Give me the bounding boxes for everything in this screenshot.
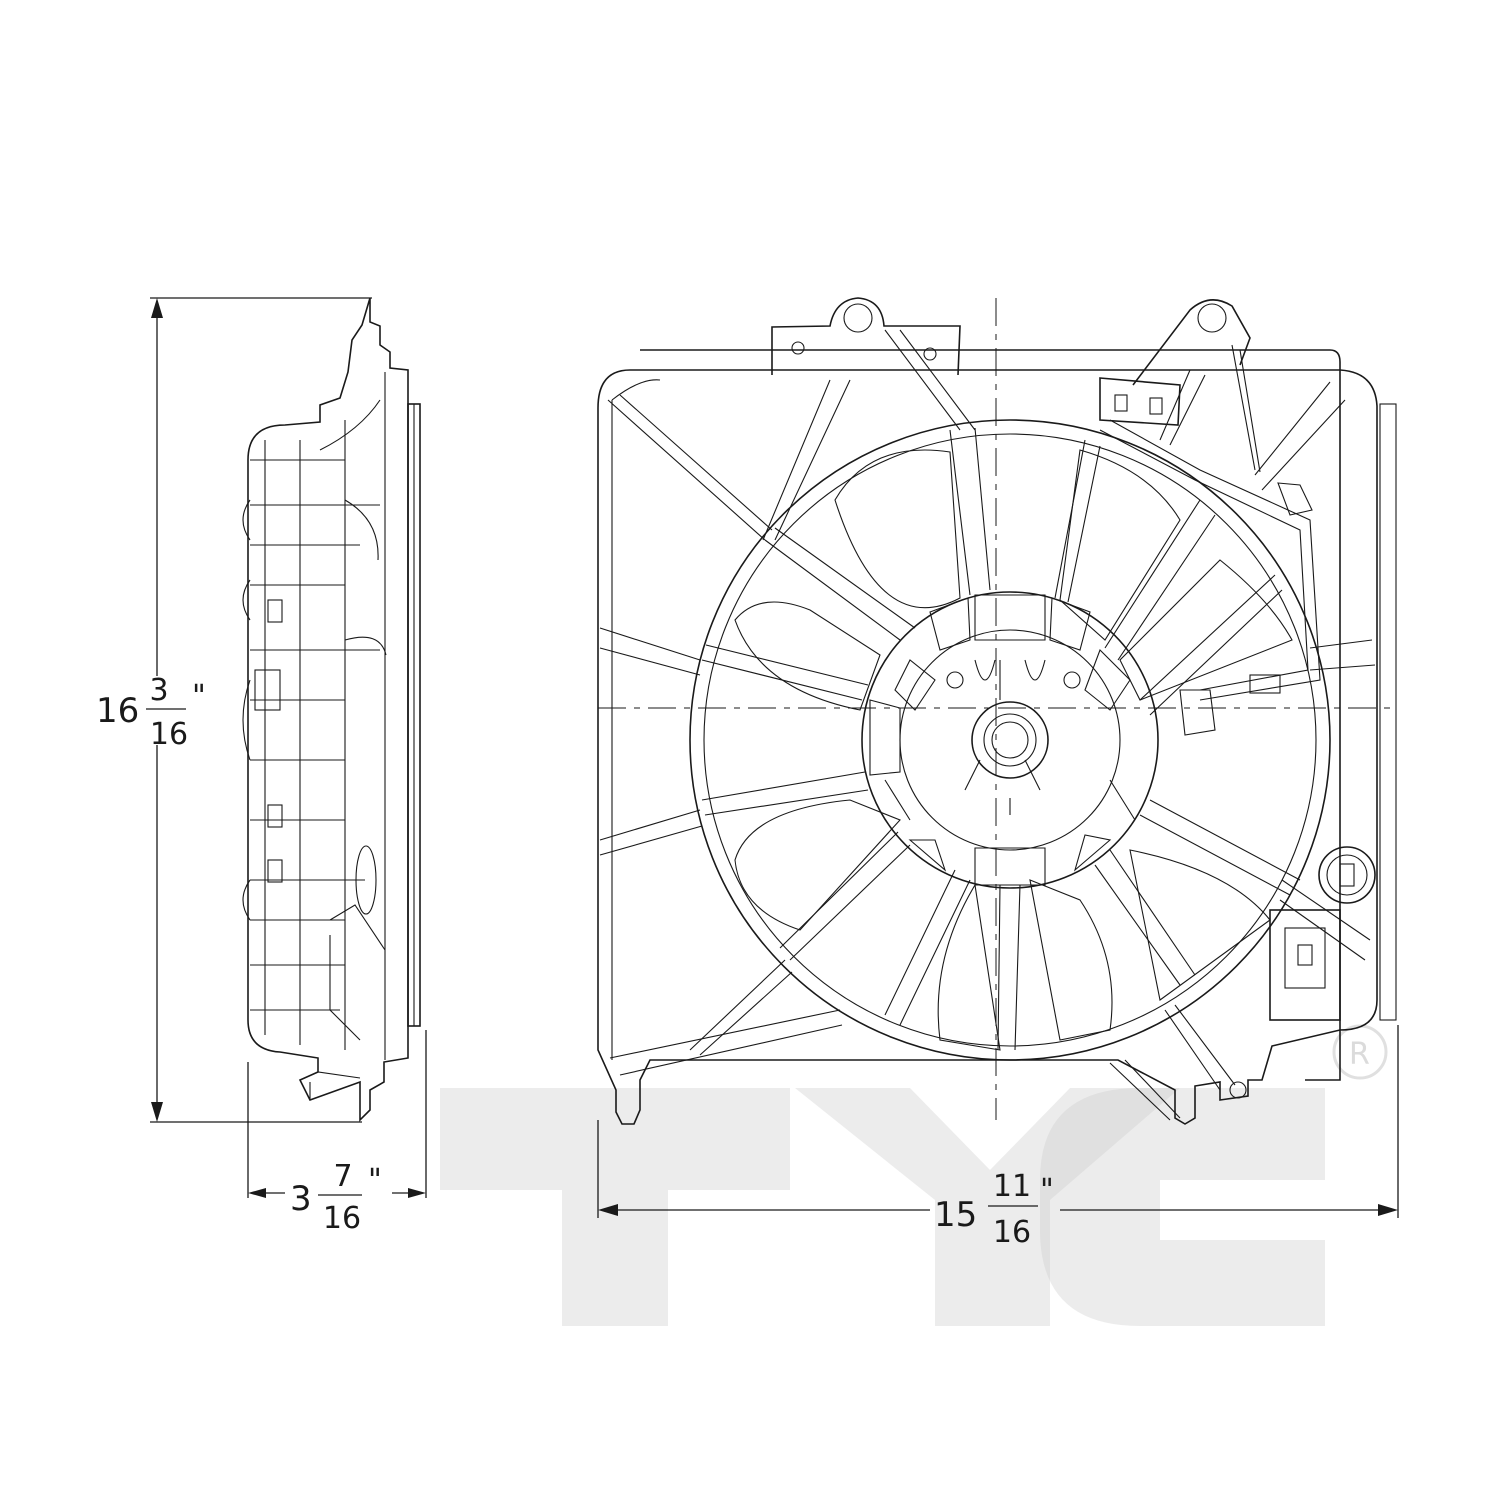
- width-denominator: 16: [993, 1215, 1031, 1250]
- height-unit-mark: ": [192, 679, 206, 714]
- side-view: [242, 297, 421, 1122]
- front-view: [597, 297, 1398, 1125]
- depth-numerator: 7: [333, 1159, 352, 1194]
- width-dimension: 15 11 16 ": [597, 1025, 1399, 1250]
- registered-mark: R: [1349, 1037, 1370, 1072]
- height-dimension: 16 3 16 ": [96, 297, 372, 1123]
- width-whole: 15: [934, 1195, 977, 1235]
- depth-whole: 3: [290, 1179, 312, 1219]
- width-numerator: 11: [993, 1169, 1031, 1204]
- depth-dimension: 3 7 16 ": [247, 1030, 427, 1236]
- height-whole: 16: [96, 691, 139, 731]
- depth-unit-mark: ": [368, 1163, 382, 1198]
- depth-denominator: 16: [323, 1201, 361, 1236]
- width-unit-mark: ": [1040, 1173, 1054, 1208]
- height-denominator: 16: [150, 717, 188, 752]
- height-numerator: 3: [149, 673, 168, 708]
- tyc-watermark-logo: R: [440, 1024, 1388, 1326]
